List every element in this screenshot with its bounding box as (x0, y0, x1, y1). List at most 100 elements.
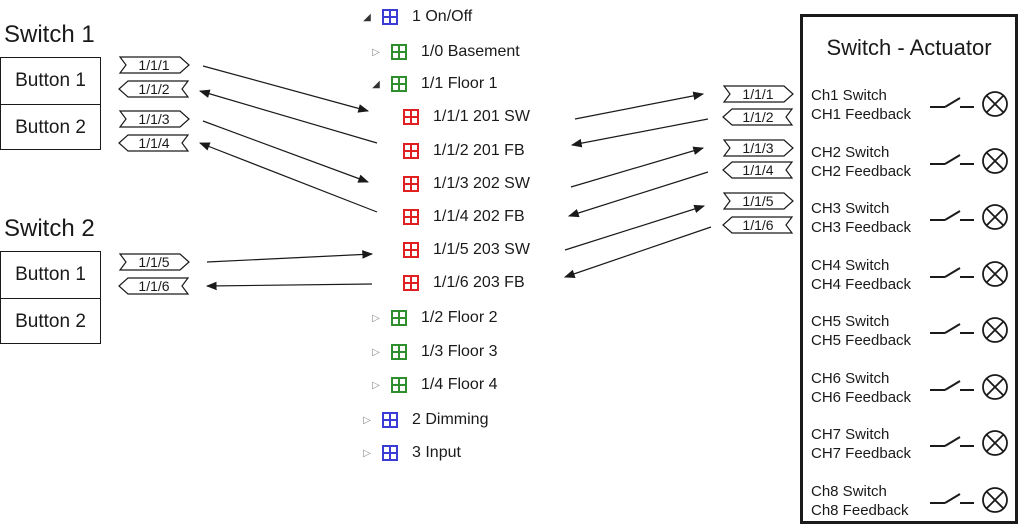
collapsed-triangle-icon[interactable]: ▷ (372, 379, 380, 391)
tree-item[interactable]: ◢1/1 Floor 1 (370, 72, 497, 96)
switch-1-tag-in: 1/1/2 (118, 80, 190, 98)
collapsed-triangle-icon[interactable]: ▷ (363, 447, 371, 459)
channel-feedback-label: CH5 Feedback (811, 332, 912, 349)
arrow-switch1-to-1-1-3 (202, 120, 370, 183)
tree-item[interactable]: 1/1/3 202 SW (402, 172, 530, 196)
lamp-icon (982, 317, 1008, 343)
tree-item[interactable]: 1/1/2 201 FB (402, 139, 525, 163)
group-address-icon (403, 109, 419, 125)
lamp-icon (982, 373, 1008, 400)
tree-item[interactable]: ▷ 2 Dimming (361, 408, 488, 432)
lamp-icon (982, 147, 1008, 174)
group-folder-icon (391, 377, 407, 393)
channel-switch-label: CH2 Switch (811, 143, 890, 161)
actuator-tag-in: 1/1/3 (722, 139, 794, 157)
group-address-icon (403, 143, 419, 159)
channel-feedback-label: CH4 Feedback (811, 275, 912, 293)
tree-item[interactable]: ▷ 1/0 Basement (370, 40, 520, 64)
arrow-1-1-6-to-switch2 (205, 281, 373, 291)
actuator-tag-out: 1/1/4 (722, 161, 794, 179)
collapsed-triangle-icon[interactable]: ▷ (372, 346, 380, 358)
channel-feedback-label: CH7 Feedback (811, 445, 912, 462)
channel-feedback-label: CH6 Feedback (811, 388, 912, 406)
tree-item-label: 1/1/3 202 SW (433, 175, 530, 192)
channel-feedback-label: Ch8 Feedback (811, 501, 909, 519)
group-folder-icon (391, 76, 407, 92)
channel-switch-label: CH5 Switch (811, 313, 890, 330)
tree-item[interactable]: 1/1/5 203 SW (402, 238, 530, 262)
channel-feedback-label: CH3 Feedback (811, 219, 912, 236)
tree-item-label: 3 Input (412, 444, 461, 461)
tree-item-label: 1/0 Basement (421, 43, 520, 60)
collapsed-triangle-icon[interactable]: ▷ (363, 414, 371, 426)
group-folder-icon (391, 310, 407, 326)
arrow-switch2-to-1-1-5 (206, 250, 374, 263)
channel-switch-label: CH7 Switch (811, 426, 890, 443)
relay-contact-icon (930, 210, 974, 221)
relay-contact-icon (930, 97, 974, 108)
tree-item-label: 1/1/6 203 FB (433, 274, 525, 291)
tree-item[interactable]: ◢ 1 On/Off (361, 5, 472, 29)
collapsed-triangle-icon[interactable]: ▷ (372, 46, 380, 58)
switch-1-button-2[interactable]: Button 2 (1, 104, 100, 150)
collapsed-triangle-icon[interactable]: ▷ (372, 312, 380, 324)
switch-2-tag-in: 1/1/6 (118, 277, 190, 295)
arrow-1-1-1-to-actuator (574, 91, 705, 120)
tree-item[interactable]: 1/1/4 202 FB (402, 205, 525, 229)
switch-1-button-1[interactable]: Button 1 (15, 70, 86, 91)
tree-item[interactable]: ▷ 1/2 Floor 2 (370, 306, 497, 330)
tree-item-label: 2 Dimming (412, 411, 489, 428)
switch-2-title: Switch 2 (4, 215, 95, 242)
expanded-triangle-icon[interactable]: ◢ (372, 78, 380, 90)
arrow-1-1-5-to-actuator (564, 204, 706, 251)
relay-contact-icon (930, 492, 974, 504)
switch-2-button-2[interactable]: Button 2 (1, 298, 100, 344)
tree-item[interactable]: 1/1/1 201 SW (402, 105, 530, 129)
tree-item-label: 1/1/2 201 FB (433, 142, 525, 159)
expanded-triangle-icon[interactable]: ◢ (363, 11, 371, 23)
tree-item-label: 1/1/1 201 SW (433, 108, 530, 125)
switch-1-title: Switch 1 (4, 21, 95, 48)
arrow-1-1-3-to-actuator (570, 146, 705, 188)
arrow-1-1-4-to-switch1 (198, 142, 378, 213)
actuator-tag-in: 1/1/1 (722, 85, 794, 103)
switch-1-tag-out: 1/1/1 (118, 56, 190, 74)
lamp-icon (982, 204, 1008, 230)
arrow-actuator-to-1-1-2 (570, 118, 709, 148)
actuator-tag-in: 1/1/5 (722, 192, 794, 210)
actuator-tag-out: 1/1/6 (722, 216, 794, 234)
channel-switch-label: Ch8 Switch (811, 482, 887, 500)
tree-item[interactable]: 1/1/6 203 FB (402, 271, 525, 295)
channel-feedback-label: CH2 Feedback (811, 162, 912, 180)
tree-item-label: 1/4 Floor 4 (421, 376, 498, 393)
lamp-icon (982, 91, 1008, 117)
tree-item[interactable]: ▷ 1/4 Floor 4 (370, 373, 497, 397)
relay-contact-icon (930, 323, 974, 334)
switch-2-button-1[interactable]: Button 1 (15, 264, 86, 285)
switch-2-panel: Button 1 Button 2 (0, 251, 101, 344)
tree-item-label: 1/1/4 202 FB (433, 208, 525, 225)
group-folder-icon (382, 9, 398, 25)
tree-item[interactable]: ▷ 1/3 Floor 3 (370, 340, 497, 364)
actuator-tag-out: 1/1/2 (722, 108, 794, 126)
tree-item-label: 1/1/5 203 SW (433, 241, 530, 258)
arrow-1-1-2-to-switch1 (198, 89, 378, 144)
tree-item-label: 1/2 Floor 2 (421, 309, 498, 326)
group-address-icon (403, 176, 419, 192)
tree-item[interactable]: ▷ 3 Input (361, 441, 461, 465)
switch-2-tag-out: 1/1/5 (118, 253, 190, 271)
tree-item-label: 1 On/Off (412, 8, 473, 25)
tree-item-label: 1/3 Floor 3 (421, 343, 498, 360)
channel-feedback-label: CH1 Feedback (811, 106, 912, 123)
channel-switch-label: CH6 Switch (811, 369, 890, 387)
group-folder-icon (382, 412, 398, 428)
group-address-icon (403, 209, 419, 225)
switch-1-tag-out: 1/1/3 (118, 110, 190, 128)
relay-contact-icon (930, 379, 974, 391)
